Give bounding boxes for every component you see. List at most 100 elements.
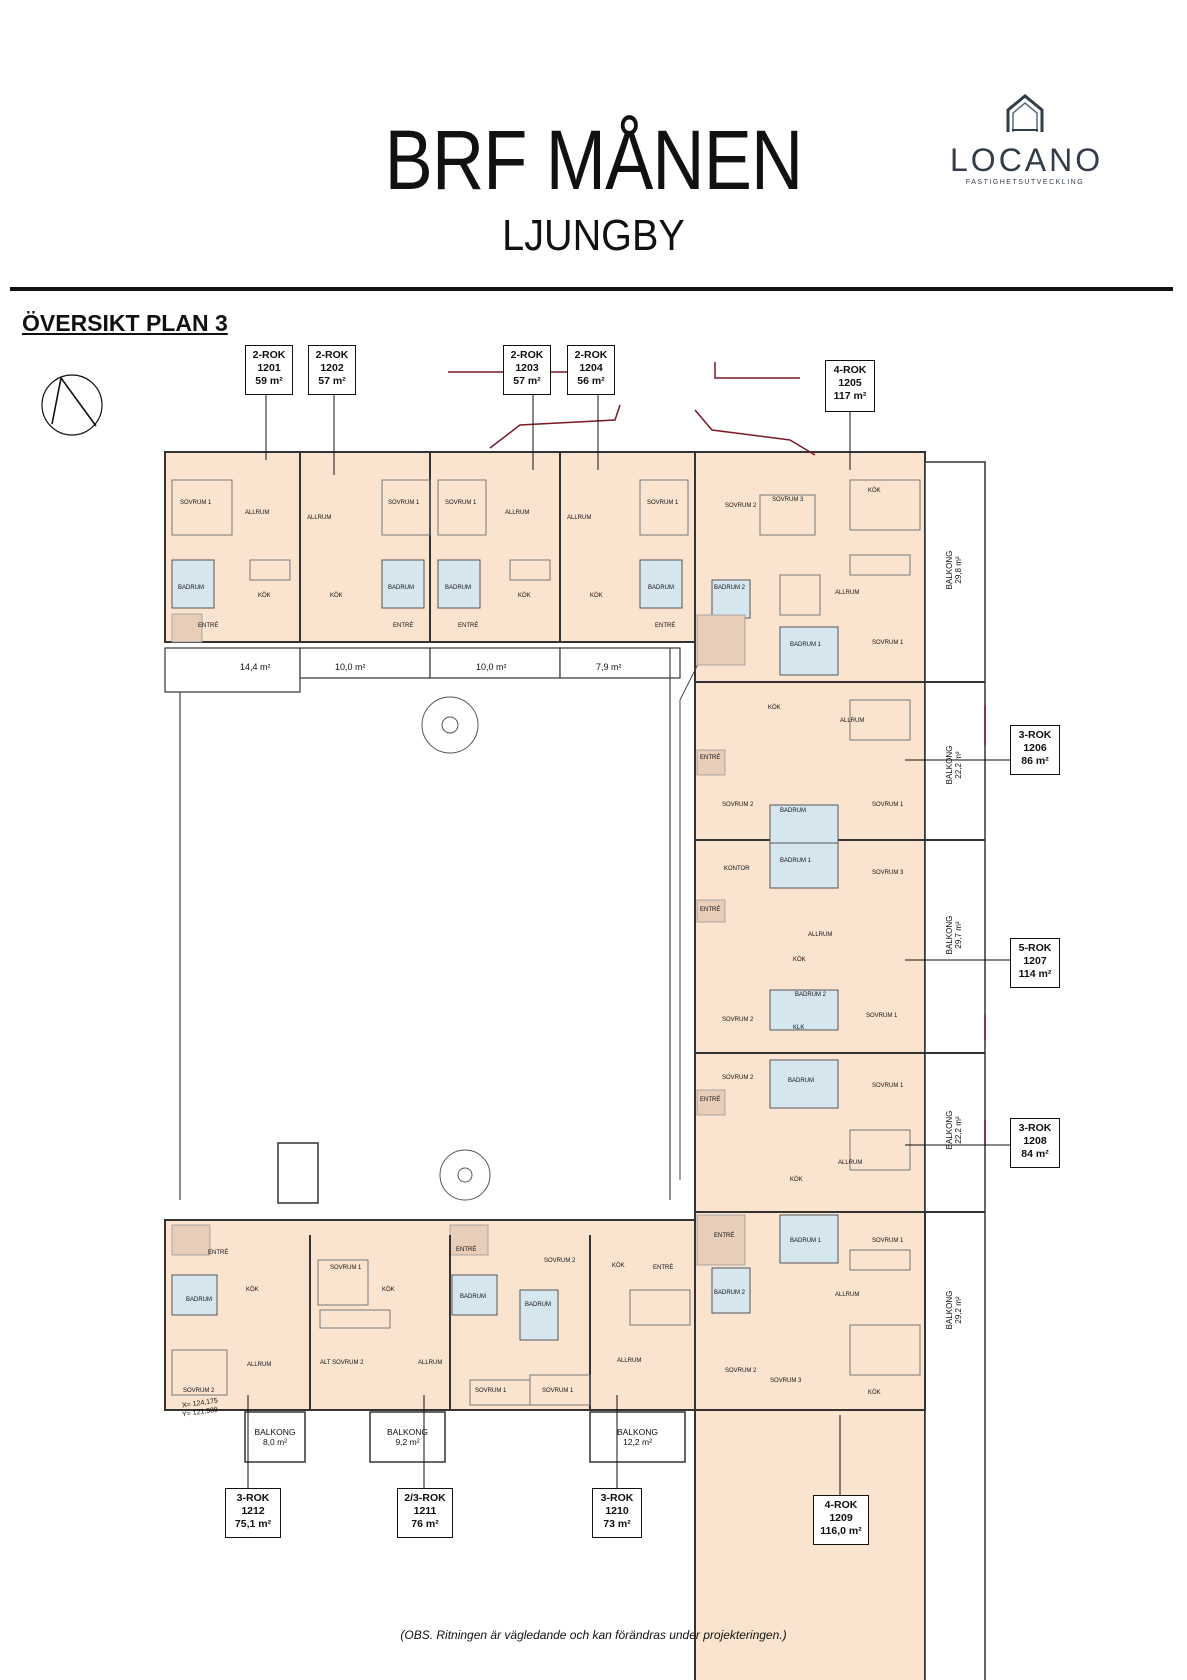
room-label: KÖK [612,1263,625,1269]
unit-area: 57 m² [513,375,541,387]
unit-type: 2-ROK [315,349,349,361]
unit-label-1203[interactable]: 2-ROK 1203 57 m² [503,345,551,395]
unit-label-1205[interactable]: 4-ROK 1205 117 m² [825,360,875,412]
room-label: ENTRÉ [393,623,414,629]
room-label: SOVRUM 1 [647,500,679,506]
unit-type: 3-ROK [1018,1122,1052,1134]
unit-area: 73 m² [603,1518,631,1530]
room-label: ENTRÉ [456,1247,477,1253]
room-label: ENTRÉ [208,1250,229,1256]
east-balcony-strip [924,461,986,1680]
unit-label-1207[interactable]: 5-ROK 1207 114 m² [1010,938,1060,988]
unit-area: 75,1 m² [234,1518,272,1530]
room-label: ALLRUM [247,1362,272,1368]
unit-id: 1210 [605,1505,629,1517]
room-label: BADRUM 2 [714,585,746,591]
balcony-south-3: BALKONG 12,2 m² [590,1427,685,1447]
house-logo-icon [1006,94,1044,132]
unit-area: 86 m² [1021,755,1049,767]
unit-type: 3-ROK [1018,729,1052,741]
room-label: SOVRUM 3 [772,497,804,503]
balcony-area: 8,0 m² [262,1437,288,1447]
page-subtitle: LJUNGBY [502,211,685,260]
page-title: BRF MÅNEN [384,113,804,207]
unit-id: 1208 [1023,1135,1047,1147]
balcony-label: BALKONG [945,1290,954,1330]
room-label: SOVRUM 1 [866,1013,898,1019]
room-label: SOVRUM 2 [544,1258,576,1264]
balcony-label: BALKONG [616,1427,659,1437]
room-label: BADRUM [388,585,415,591]
balcony-area: 10,0 m² [476,662,507,672]
unit-type: 2-ROK [574,349,608,361]
north-arrow-icon [41,374,103,436]
footer-note: (OBS. Ritningen är vägledande och kan fö… [400,1628,787,1642]
unit-id: 1209 [829,1512,853,1524]
unit-id: 1206 [1023,742,1047,754]
balcony-south-2: BALKONG 9,2 m² [370,1427,445,1447]
room-label: KÖK [330,593,343,599]
balcony-area: 9,2 m² [395,1437,420,1447]
unit-label-1208[interactable]: 3-ROK 1208 84 m² [1010,1118,1060,1168]
room-label: ALLRUM [418,1360,443,1366]
unit-label-1210[interactable]: 3-ROK 1210 73 m² [592,1488,642,1538]
unit-area: 59 m² [255,375,283,387]
unit-id: 1205 [838,377,862,389]
room-label: SOVRUM 2 [725,1368,757,1374]
room-label: SOVRUM 1 [872,1083,904,1089]
room-label: ENTRÉ [700,755,721,761]
unit-id: 1212 [241,1505,265,1517]
unit-id: 1204 [579,362,603,374]
room-label: BADRUM [525,1302,552,1308]
room-label: KÖK [258,593,271,599]
room-label: SOVRUM 1 [475,1388,507,1394]
room-label: ALLRUM [307,515,332,521]
balcony-label: BALKONG [386,1427,429,1437]
unit-label-1204[interactable]: 2-ROK 1204 56 m² [567,345,615,395]
room-label: ALLRUM [505,510,530,516]
room-label: KÖK [790,1177,803,1183]
unit-type: 4-ROK [833,364,867,376]
unit-label-1209[interactable]: 4-ROK 1209 116,0 m² [813,1495,869,1545]
room-label: SOVRUM 3 [872,870,904,876]
balcony-area: 29,8 m² [954,556,963,584]
east-unit-walls [695,681,985,1213]
room-label: KÖK [768,705,781,711]
balcony-label: BALKONG [945,1110,954,1150]
room-label: BADRUM 1 [780,858,812,864]
unit-area: 114 m² [1018,968,1052,980]
room-label: SOVRUM 1 [388,500,420,506]
room-label: KONTOR [724,866,750,872]
balcony-area: 22,2 m² [954,1116,963,1144]
room-label: ALT SOVRUM 2 [320,1360,364,1366]
room-label: ENTRÉ [458,623,479,629]
unit-area: 116,0 m² [820,1525,862,1537]
unit-label-1201[interactable]: 2-ROK 1201 59 m² [245,345,293,395]
unit-type: 3-ROK [236,1492,270,1504]
room-label: SOVRUM 1 [872,802,904,808]
unit-label-1202[interactable]: 2-ROK 1202 57 m² [308,345,356,395]
room-label: SOVRUM 2 [722,1075,754,1081]
room-label: ALLRUM [835,1292,860,1298]
room-label: ALLRUM [245,510,270,516]
unit-area: 117 m² [833,390,867,402]
balcony-label: BALKONG [945,745,954,785]
unit-id: 1203 [515,362,539,374]
unit-label-1212[interactable]: 3-ROK 1212 75,1 m² [225,1488,281,1538]
room-label: ENTRÉ [700,907,721,913]
south-wing [164,1219,696,1411]
room-label: SOVRUM 2 [722,802,754,808]
unit-label-1206[interactable]: 3-ROK 1206 86 m² [1010,725,1060,775]
room-label: KÖK [590,593,603,599]
unit-label-1211[interactable]: 2/3-ROK 1211 76 m² [397,1488,453,1538]
balcony-area: 14,4 m² [240,662,271,672]
locano-logo: LOCANO FASTIGHETSUTVECKLING [950,92,1100,192]
room-label: ENTRÉ [700,1097,721,1103]
room-label: ALLRUM [808,932,833,938]
room-label: ALLRUM [840,718,865,724]
balcony-area: 22,2 m² [954,751,963,779]
room-label: ALLRUM [838,1160,863,1166]
room-label: KÖK [793,957,806,963]
room-label: KÖK [868,1390,881,1396]
balcony-label: BALKONG [945,550,954,590]
